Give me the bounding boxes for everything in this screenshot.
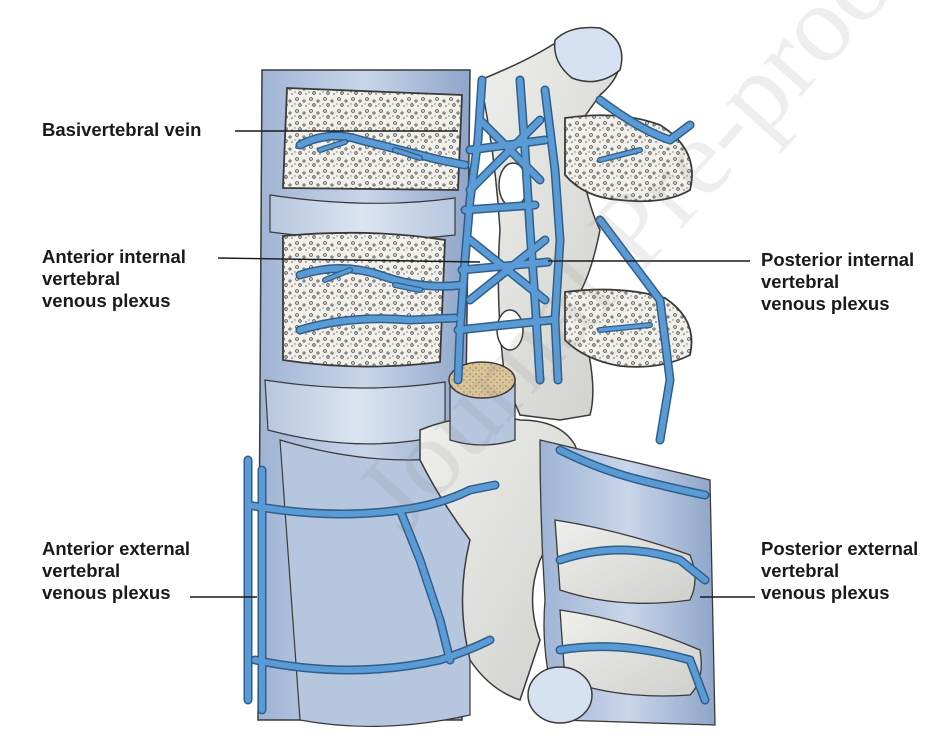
label-anterior-internal-plexus: Anterior internal vertebral venous plexu… xyxy=(42,246,186,312)
label-line: vertebral xyxy=(761,271,840,292)
posterior-elements xyxy=(479,26,693,421)
label-line: venous plexus xyxy=(42,582,171,603)
label-line: venous plexus xyxy=(761,582,890,603)
leader-anterior-internal xyxy=(217,257,481,263)
vertebral-body-middle xyxy=(282,231,446,368)
label-line: venous plexus xyxy=(42,290,171,311)
label-line: Anterior external xyxy=(42,538,191,559)
label-line: Posterior external xyxy=(761,538,919,559)
label-line: Posterior internal xyxy=(761,249,915,270)
label-anterior-external-plexus: Anterior external vertebral venous plexu… xyxy=(42,538,190,604)
label-line: vertebral xyxy=(42,560,121,581)
label-line: Basivertebral vein xyxy=(42,119,202,140)
label-posterior-external-plexus: Posterior external vertebral venous plex… xyxy=(761,538,918,604)
label-line: venous plexus xyxy=(761,293,890,314)
label-line: Anterior internal xyxy=(42,246,186,267)
label-posterior-internal-plexus: Posterior internal vertebral venous plex… xyxy=(761,249,914,315)
label-line: vertebral xyxy=(42,268,121,289)
veins xyxy=(243,75,710,715)
label-basivertebral-vein: Basivertebral vein xyxy=(42,119,201,141)
lower-vertebra xyxy=(419,415,716,726)
spinal-cord xyxy=(448,361,516,446)
label-line: vertebral xyxy=(761,560,840,581)
leader-lines xyxy=(190,130,755,598)
